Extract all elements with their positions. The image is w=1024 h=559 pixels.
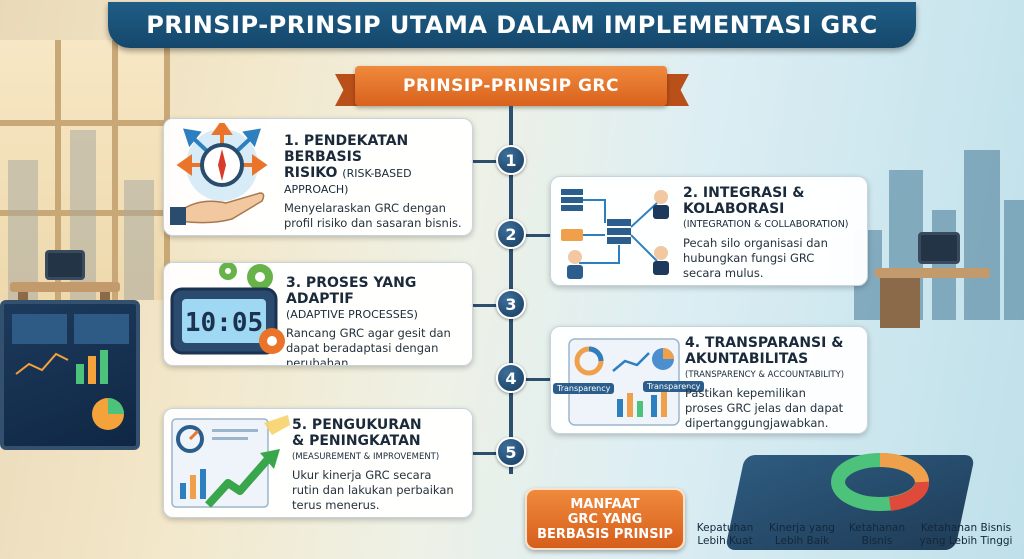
card-desc-line: rutin dan lakukan perbaikan — [292, 483, 454, 497]
benefit-item-line: Ketahanan — [848, 522, 906, 534]
benefits-ring-chart — [831, 453, 929, 511]
principle-card-4: Transparency Transparency 4. TRANSPARANS… — [550, 326, 868, 434]
card-desc-line: secara mulus. — [683, 266, 764, 280]
benefit-item-line: Kepatuhan — [696, 522, 754, 534]
step-node-5: 5 — [496, 437, 526, 467]
section-ribbon: PRINSIP-PRINSIP GRC — [355, 66, 667, 106]
card-desc-line: Pastikan kepemilikan — [685, 386, 806, 400]
page-title: PRINSIP-PRINSIP UTAMA DALAM IMPLEMENTASI… — [146, 11, 878, 39]
benefit-item-line: Lebih Kuat — [697, 535, 753, 547]
timeline-branch — [470, 452, 510, 455]
benefits-label-line: BERBASIS PRINSIP — [537, 526, 673, 542]
card-title-line: 2. INTEGRASI & — [683, 185, 805, 201]
card-desc-line: perubahan. — [286, 356, 353, 366]
card-desc-line: Pecah silo organisasi dan — [683, 236, 828, 250]
card-subtitle: (TRANSPARENCY & ACCOUNTABILITY) — [685, 370, 845, 380]
benefits-label-line: GRC YANG — [567, 511, 643, 527]
clock-gears-icon: 10:05 — [170, 263, 285, 355]
benefit-item-line: Ketahanan Bisnis — [920, 522, 1012, 534]
network-icon — [561, 189, 669, 279]
card-title-line: RISIKO — [284, 165, 338, 181]
principle-card-1: 1. PENDEKATAN BERBASIS RISIKO (RISK-BASE… — [163, 118, 473, 236]
principle-card-5: 5. PENGUKURAN & PENINGKATAN (MEASUREMENT… — [163, 408, 473, 518]
card-desc-line: Rancang GRC agar gesit dan — [286, 326, 451, 340]
card-title-line: AKUNTABILITAS — [685, 351, 809, 367]
dashboard-screen — [0, 300, 140, 450]
timeline-branch — [512, 378, 552, 381]
benefit-item-2: Kinerja yang Lebih Baik — [764, 522, 840, 548]
card-title-line: 1. PENDEKATAN BERBASIS — [284, 133, 409, 165]
transparency-tag: Transparency — [553, 383, 615, 394]
step-node-3: 3 — [496, 289, 526, 319]
card-title-line: KOLABORASI — [683, 201, 785, 217]
card-desc-line: terus menerus. — [292, 498, 380, 512]
step-node-4: 4 — [496, 363, 526, 393]
card-subtitle: APPROACH) — [284, 183, 349, 196]
card-subtitle: (MEASUREMENT & IMPROVEMENT) — [292, 452, 440, 462]
monitor — [45, 250, 85, 280]
benefit-item-line: yang Lebih Tinggi — [919, 535, 1013, 547]
card-subtitle: (INTEGRATION & COLLABORATION) — [683, 219, 849, 230]
card-subtitle: (ADAPTIVE PROCESSES) — [286, 308, 418, 321]
dashboard-icon — [568, 338, 680, 426]
principle-card-2: 2. INTEGRASI & KOLABORASI (INTEGRATION &… — [550, 176, 868, 286]
card-title-line: 4. TRANSPARANSI & — [685, 335, 844, 351]
city-skyline — [844, 120, 1024, 320]
desk — [10, 282, 120, 292]
growth-chart-icon — [171, 415, 290, 508]
card-desc-line: dapat beradaptasi dengan — [286, 341, 439, 355]
timeline-branch — [512, 234, 552, 237]
timeline-branch — [470, 304, 510, 307]
card-desc-line: Menyelaraskan GRC dengan — [284, 201, 446, 215]
benefit-item-line: Kinerja yang — [769, 522, 835, 534]
card-desc-line: dipertanggungjawabkan. — [685, 416, 829, 430]
card-title-line: & PENINGKATAN — [292, 433, 421, 449]
card-desc-line: hubungkan fungsi GRC — [683, 251, 815, 265]
benefit-item-4: Ketahanan Bisnis yang Lebih Tinggi — [912, 522, 1020, 548]
card-title-line: 3. PROSES YANG ADAPTIF — [286, 275, 417, 307]
step-node-1: 1 — [496, 145, 526, 175]
monitor-right — [918, 232, 960, 264]
principle-card-3: 10:05 3. PROSES YANG ADAPTIF (ADAPTIVE P… — [163, 262, 473, 366]
benefit-item-line: Bisnis — [861, 535, 893, 547]
step-node-2: 2 — [496, 219, 526, 249]
benefit-item-3: Ketahanan Bisnis — [846, 522, 908, 548]
card-title-line: 5. PENGUKURAN — [292, 417, 422, 433]
card-desc-line: Ukur kinerja GRC secara — [292, 468, 432, 482]
benefits-label-box: MANFAAT GRC YANG BERBASIS PRINSIP — [525, 488, 685, 550]
desk-right — [875, 268, 990, 278]
transparency-tag: Transparency — [643, 381, 705, 392]
benefits-label-line: MANFAAT — [570, 496, 640, 512]
clock-display: 10:05 — [185, 308, 263, 338]
card-desc-line: proses GRC jelas dan dapat — [685, 401, 844, 415]
timeline-branch — [470, 160, 510, 163]
card-desc-line: profil risiko dan sasaran bisnis. — [284, 216, 462, 230]
office-window — [0, 40, 170, 300]
card-title-suffix: (RISK-BASED — [342, 167, 412, 180]
ribbon-label: PRINSIP-PRINSIP GRC — [403, 76, 619, 96]
page-title-banner: PRINSIP-PRINSIP UTAMA DALAM IMPLEMENTASI… — [108, 2, 916, 48]
benefit-item-1: Kepatuhan Lebih Kuat — [690, 522, 760, 548]
compass-icon — [170, 123, 268, 225]
benefit-item-line: Lebih Baik — [774, 535, 830, 547]
